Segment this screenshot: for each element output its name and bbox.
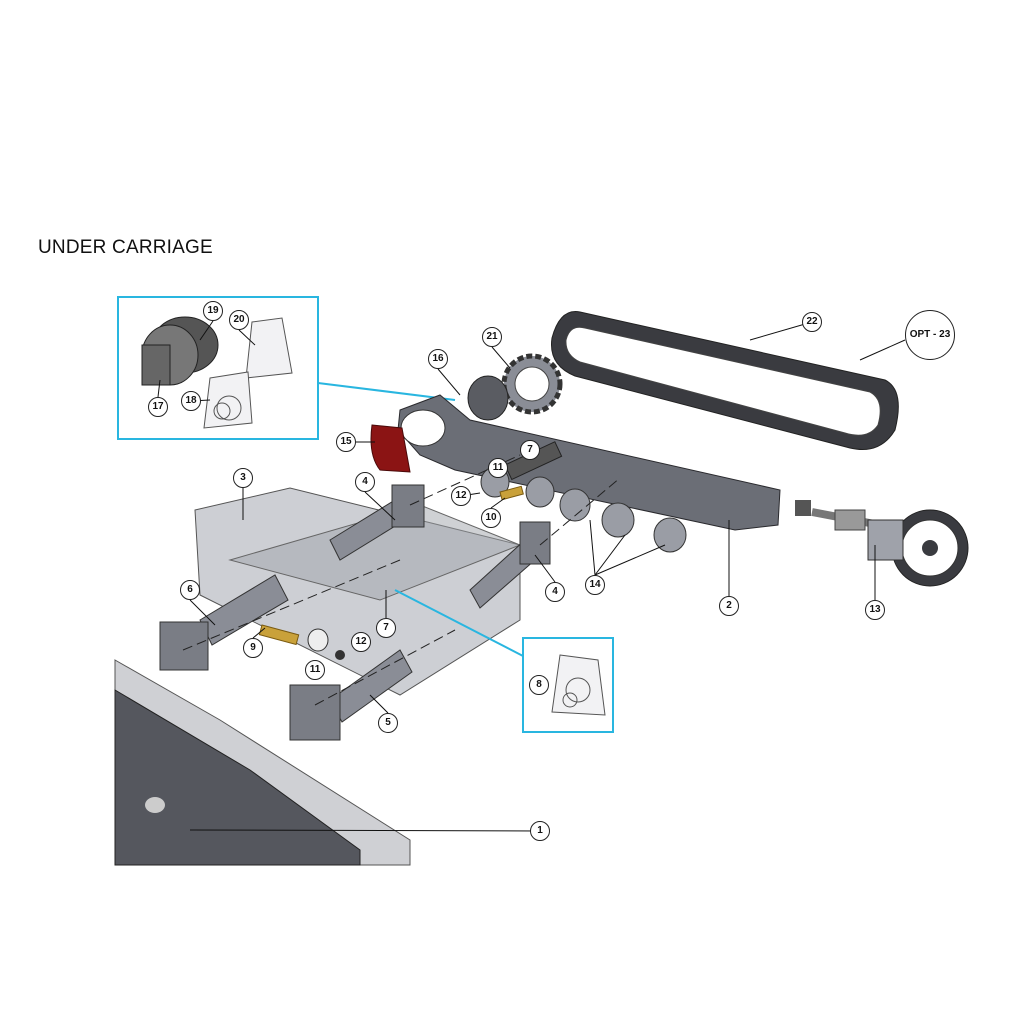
sprocket — [501, 353, 563, 415]
callout-opt-23: OPT - 23 — [905, 310, 955, 360]
callout-4: 4 — [545, 582, 565, 602]
callout-17: 17 — [148, 397, 168, 417]
callout-11: 11 — [488, 458, 508, 478]
callout-18: 18 — [181, 391, 201, 411]
callout-5: 5 — [378, 713, 398, 733]
callout-7: 7 — [376, 618, 396, 638]
callout-12: 12 — [351, 632, 371, 652]
assembly-lines — [182, 454, 621, 706]
detail-connector-line-2 — [394, 589, 524, 657]
callout-21: 21 — [482, 327, 502, 347]
center-chassis — [194, 487, 522, 696]
washer — [307, 628, 329, 652]
seal-kit-bag — [203, 317, 293, 429]
callout-11: 11 — [305, 660, 325, 680]
diagram-title: UNDER CARRIAGE — [38, 237, 213, 258]
brass-bushing-lower — [258, 624, 300, 646]
detail-box-drive-motor — [117, 296, 319, 440]
callout-4: 4 — [355, 472, 375, 492]
callout-3: 3 — [233, 468, 253, 488]
callout-9: 9 — [243, 638, 263, 658]
callout-10: 10 — [481, 508, 501, 528]
callout-13: 13 — [865, 600, 885, 620]
drive-motor-detail — [141, 316, 219, 386]
track-assembly-lower — [114, 659, 411, 866]
callout-6: 6 — [180, 580, 200, 600]
callout-14: 14 — [585, 575, 605, 595]
callout-19: 19 — [203, 301, 223, 321]
nut — [335, 650, 345, 660]
idler-tensioner — [795, 500, 969, 587]
leader-lines — [157, 320, 906, 832]
detail-box-seal-kit — [522, 637, 614, 733]
brass-bushing — [499, 485, 524, 501]
callout-2: 2 — [719, 596, 739, 616]
callout-22: 22 — [802, 312, 822, 332]
callout-1: 1 — [530, 821, 550, 841]
drive-motor — [467, 375, 509, 421]
detail-connector-line — [317, 382, 456, 401]
rubber-track — [550, 311, 899, 450]
seal-kit-bag-2 — [551, 654, 606, 716]
callout-7: 7 — [520, 440, 540, 460]
callout-20: 20 — [229, 310, 249, 330]
callout-16: 16 — [428, 349, 448, 369]
axle-tubes — [159, 484, 551, 741]
track-frame — [397, 394, 781, 531]
callout-8: 8 — [529, 675, 549, 695]
callout-15: 15 — [336, 432, 356, 452]
callout-12: 12 — [451, 486, 471, 506]
guard-plate — [370, 424, 411, 473]
